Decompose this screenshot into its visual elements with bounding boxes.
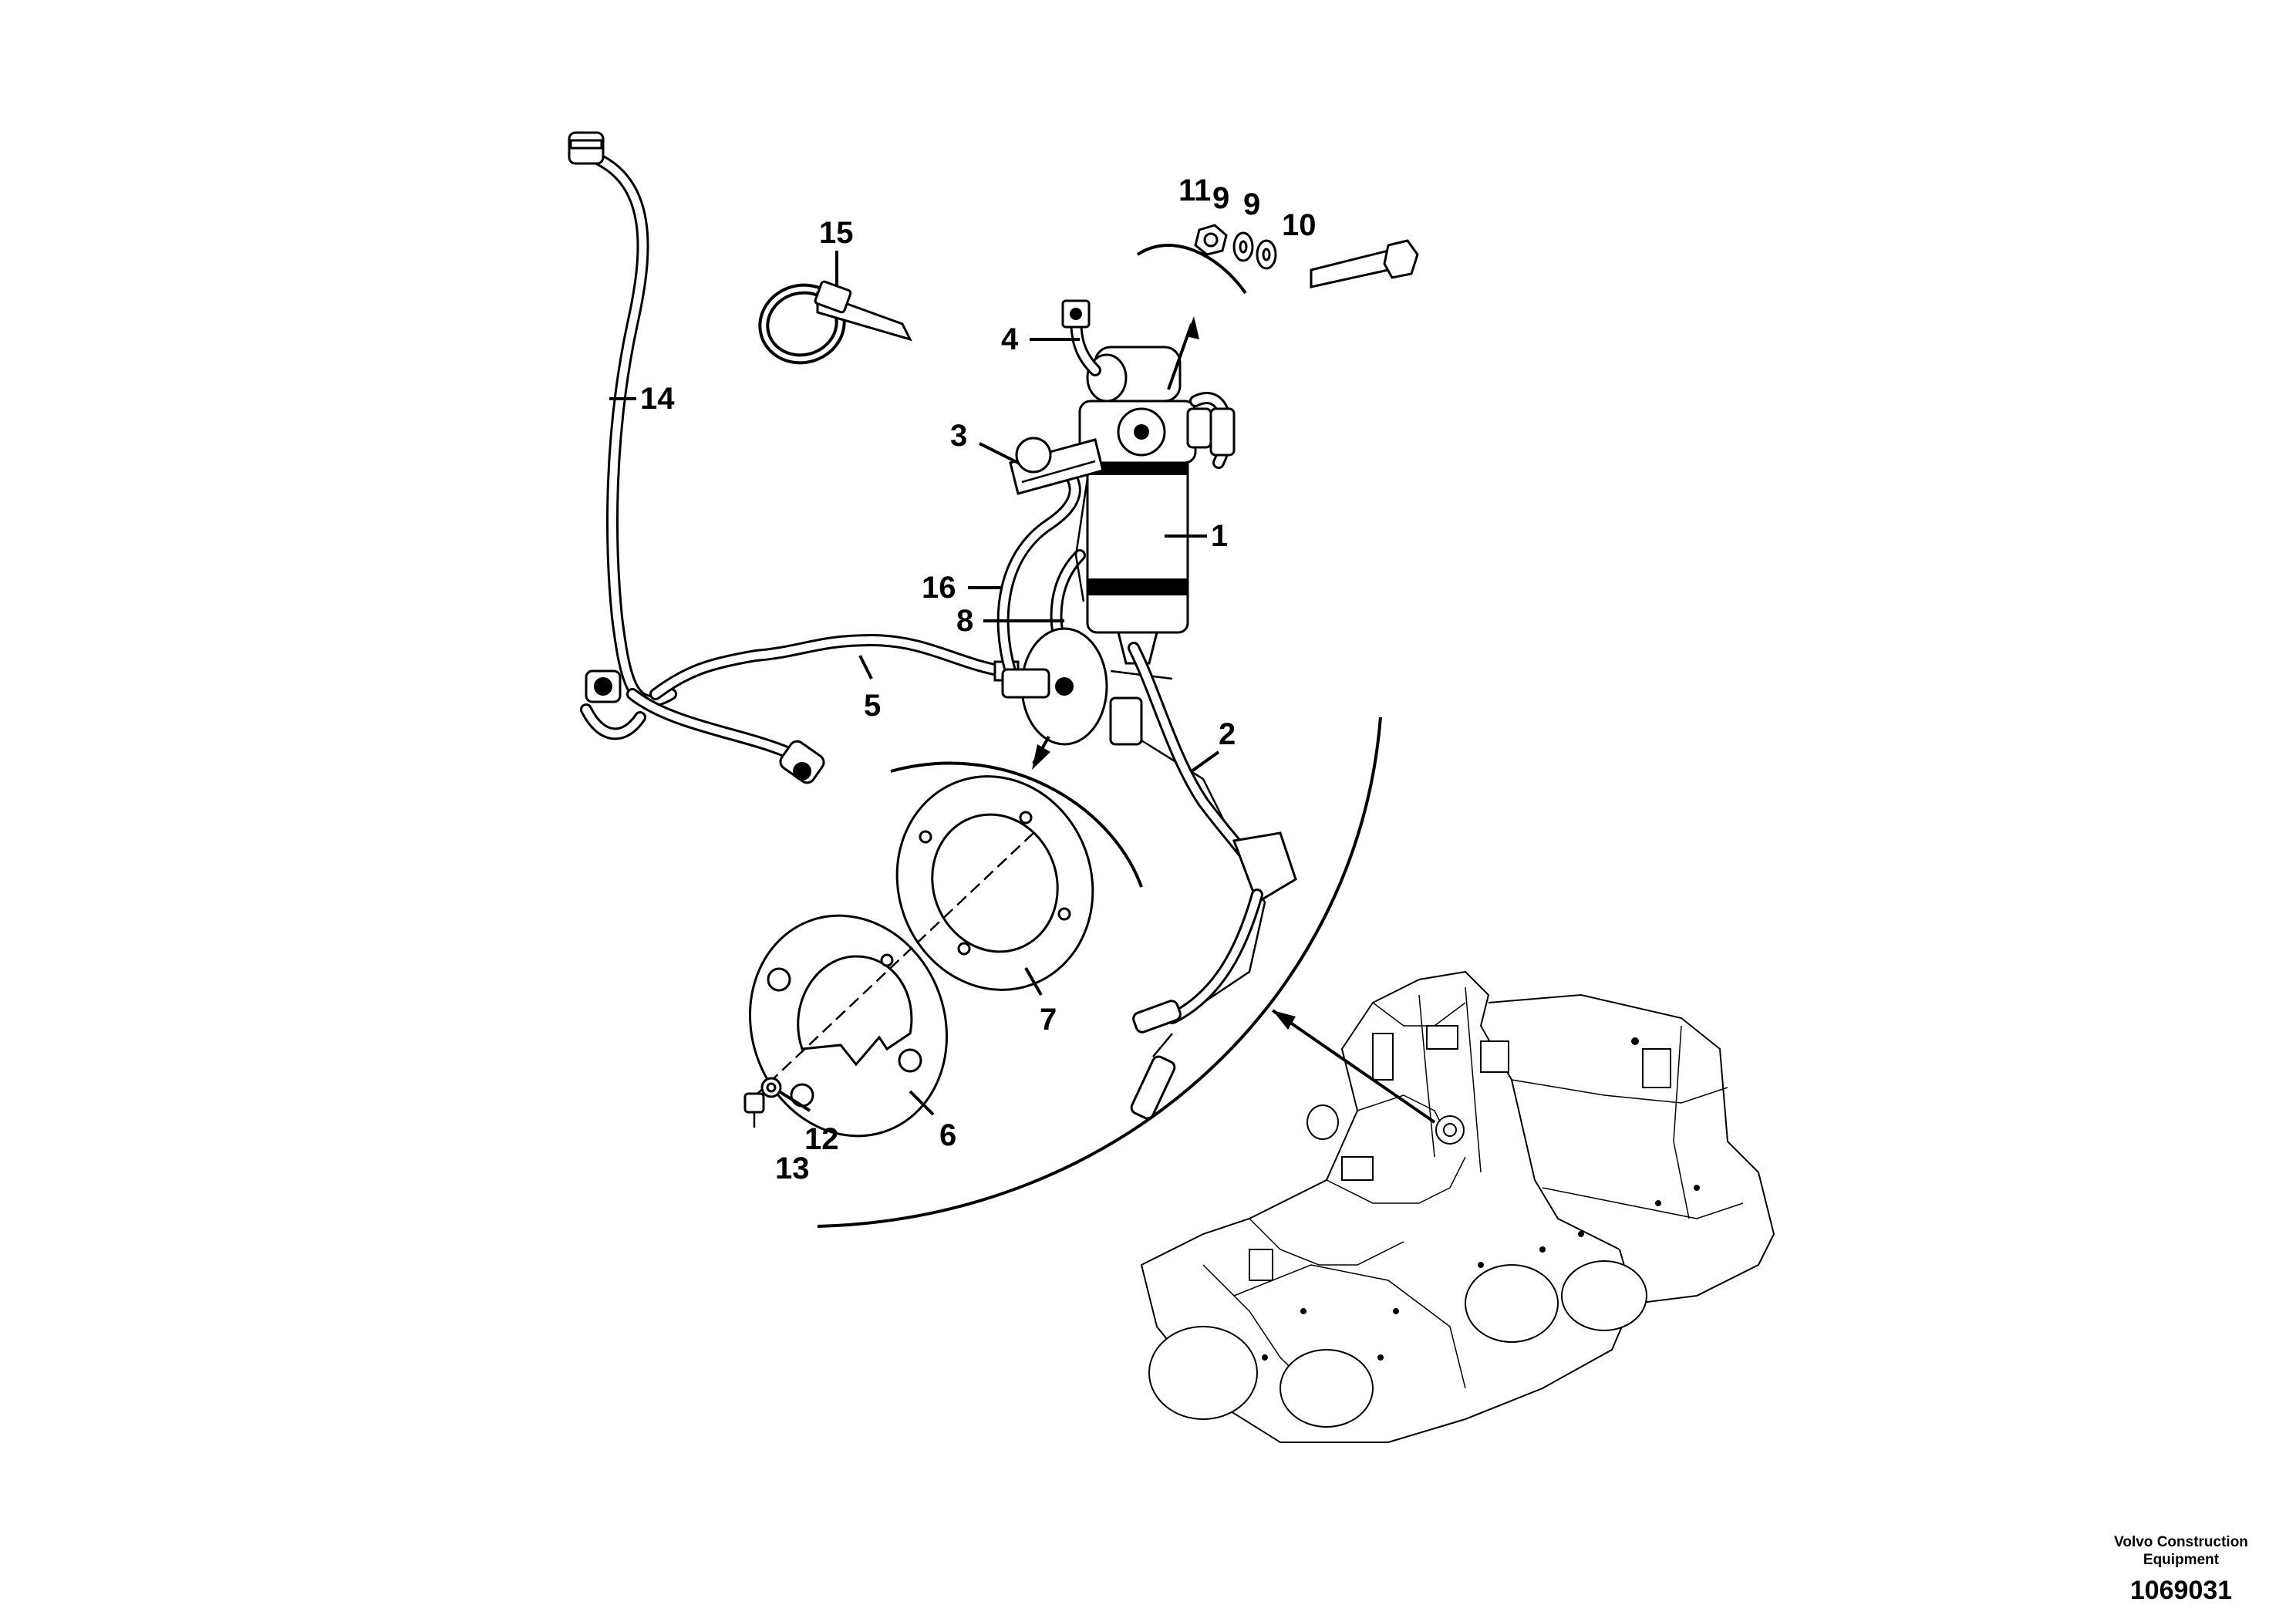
flange-plate-6 <box>748 914 949 1138</box>
leader-7 <box>1024 967 1043 996</box>
washer-12 <box>760 1077 782 1098</box>
callout-7: 7 <box>1040 1003 1057 1037</box>
washer-9-a <box>1232 231 1254 262</box>
callout-4: 4 <box>1001 322 1019 356</box>
leader-12 <box>777 1090 811 1112</box>
callout-8: 8 <box>956 604 973 638</box>
primer-3 <box>1009 437 1104 495</box>
callout-1: 1 <box>1211 519 1228 553</box>
detail-pointer-flange-tip <box>1032 744 1050 770</box>
fitting-4 <box>1061 299 1101 376</box>
callout-2: 2 <box>1219 717 1236 751</box>
gasket-7 <box>895 775 1094 991</box>
nut-11 <box>1194 224 1228 256</box>
machine-frame <box>1140 970 1775 1443</box>
detail-arc-main <box>817 717 1382 1228</box>
cable-tie-15 <box>758 280 912 365</box>
detail-arc-fasteners <box>1136 244 1247 295</box>
callout-12: 12 <box>804 1122 839 1156</box>
footer-drawing-number: 1069031 <box>2130 1576 2232 1605</box>
callout-16: 16 <box>922 571 956 605</box>
callout-15: 15 <box>819 216 854 250</box>
tube-2 <box>1128 642 1297 1120</box>
callout-5: 5 <box>864 689 881 723</box>
callout-14: 14 <box>640 382 675 416</box>
footer-company-line2: Equipment <box>2143 1552 2220 1568</box>
callout-10: 10 <box>1282 208 1317 242</box>
connector-right <box>1189 392 1236 469</box>
hose-5 <box>626 634 1020 784</box>
screw-13 <box>743 1092 765 1128</box>
callout-9-a: 9 <box>1212 181 1229 215</box>
callout-13: 13 <box>775 1152 810 1185</box>
detail-arc-flange <box>890 761 1143 888</box>
footer-company-line1: Volvo Construction <box>2114 1534 2248 1550</box>
callout-9-b: 9 <box>1243 187 1260 221</box>
detail-pointer-bolt-tip <box>1186 316 1199 339</box>
bolt-10 <box>1310 239 1419 288</box>
callout-3: 3 <box>950 419 967 453</box>
hose-14 <box>568 131 677 740</box>
leader-2 <box>1190 750 1220 773</box>
callout-6: 6 <box>939 1118 956 1152</box>
detail-pointer-tank-tip <box>1273 1010 1296 1030</box>
detail-pointer-tank <box>1271 1009 1436 1124</box>
assembly-centerline <box>755 832 1034 1096</box>
leader-3 <box>979 442 1019 464</box>
leader-6 <box>909 1090 935 1116</box>
callout-11: 11 <box>1178 174 1211 207</box>
leader-5 <box>858 655 873 679</box>
washer-9-b <box>1256 239 1277 270</box>
filter-head <box>1078 346 1212 464</box>
fuel-filter-1 <box>1074 454 1189 665</box>
